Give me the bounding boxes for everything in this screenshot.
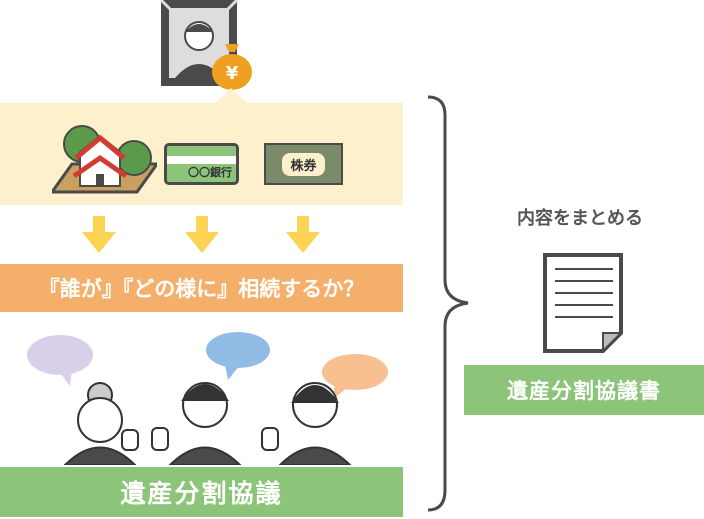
heirs-illustration (27, 332, 388, 465)
curly-brace (427, 95, 469, 512)
stock-label: 株券 (282, 152, 325, 176)
down-arrow-icon (286, 216, 320, 253)
speech-bubble (206, 332, 270, 368)
speech-bubble (322, 354, 388, 390)
agreement-document-label: 遺産分割協議書 (464, 365, 704, 415)
svg-text:¥: ¥ (226, 63, 239, 84)
real-estate-icon (52, 125, 157, 194)
young-man-icon (261, 382, 352, 465)
speech-bubble (27, 335, 93, 375)
bankbook-icon: 〇〇銀行 (164, 143, 239, 185)
down-arrow-icon (185, 216, 219, 253)
down-arrows (82, 216, 320, 253)
grandmother-icon (63, 382, 139, 465)
bank-label: 〇〇銀行 (188, 166, 232, 179)
summary-text: 内容をまとめる (517, 208, 643, 229)
stock-certificate-icon: 株券 (264, 143, 343, 185)
question-bar: 『誰が』『どの様に』相続するか？ (0, 264, 403, 312)
panel-pointer (214, 88, 248, 104)
inheritance-division-agreement-label: 遺産分割協議 (0, 467, 403, 517)
down-arrow-icon (82, 216, 116, 253)
man-icon (151, 382, 242, 465)
money-bag-icon: ¥ (212, 44, 252, 90)
deceased-portrait-icon (159, 0, 239, 86)
document-icon (543, 253, 624, 354)
